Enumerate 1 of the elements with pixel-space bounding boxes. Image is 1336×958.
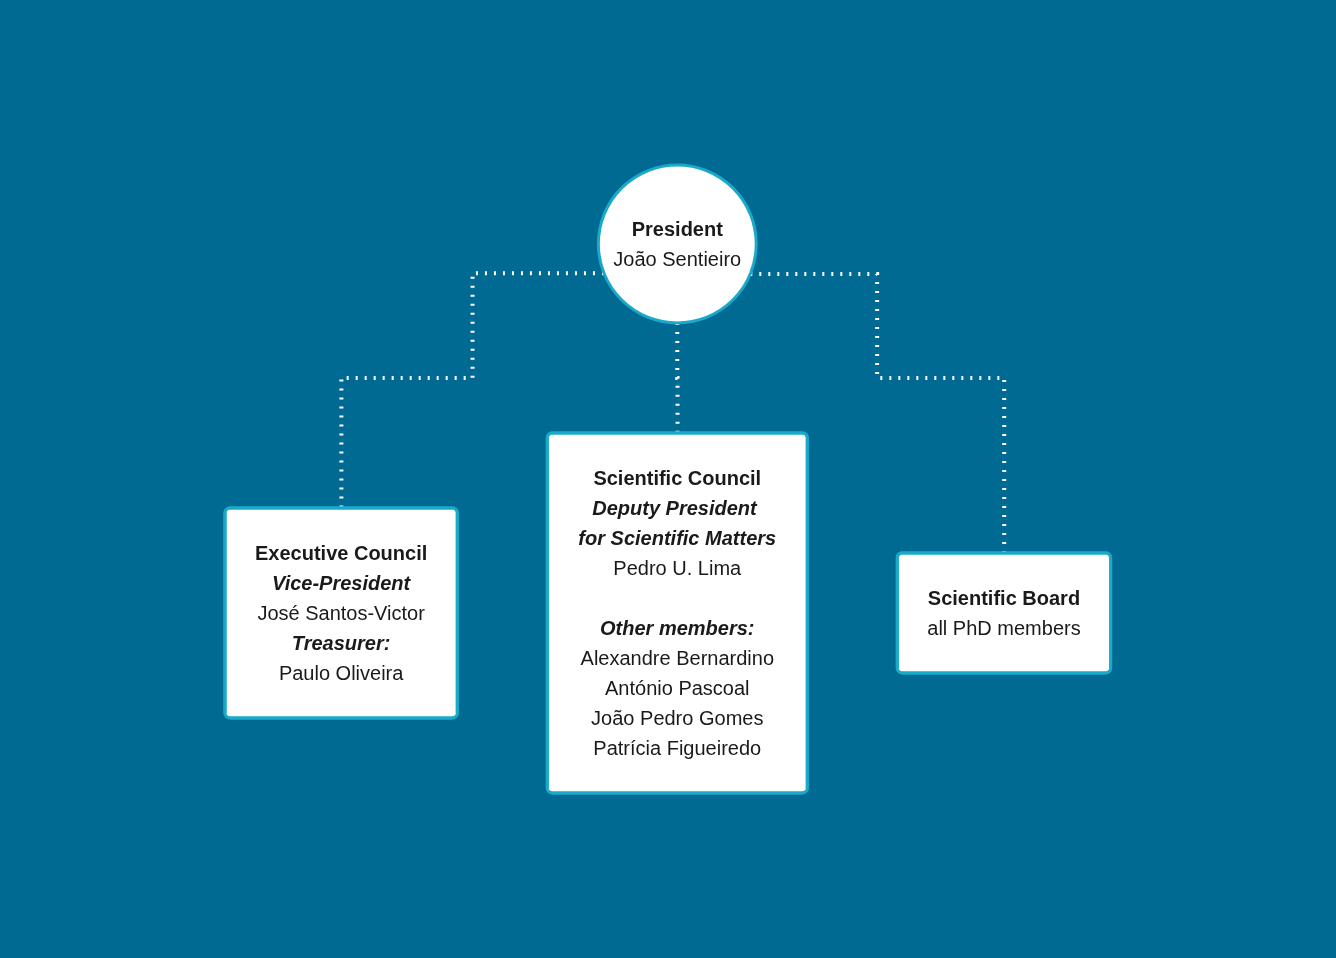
node-circle: President João Sentieiro xyxy=(597,163,758,325)
